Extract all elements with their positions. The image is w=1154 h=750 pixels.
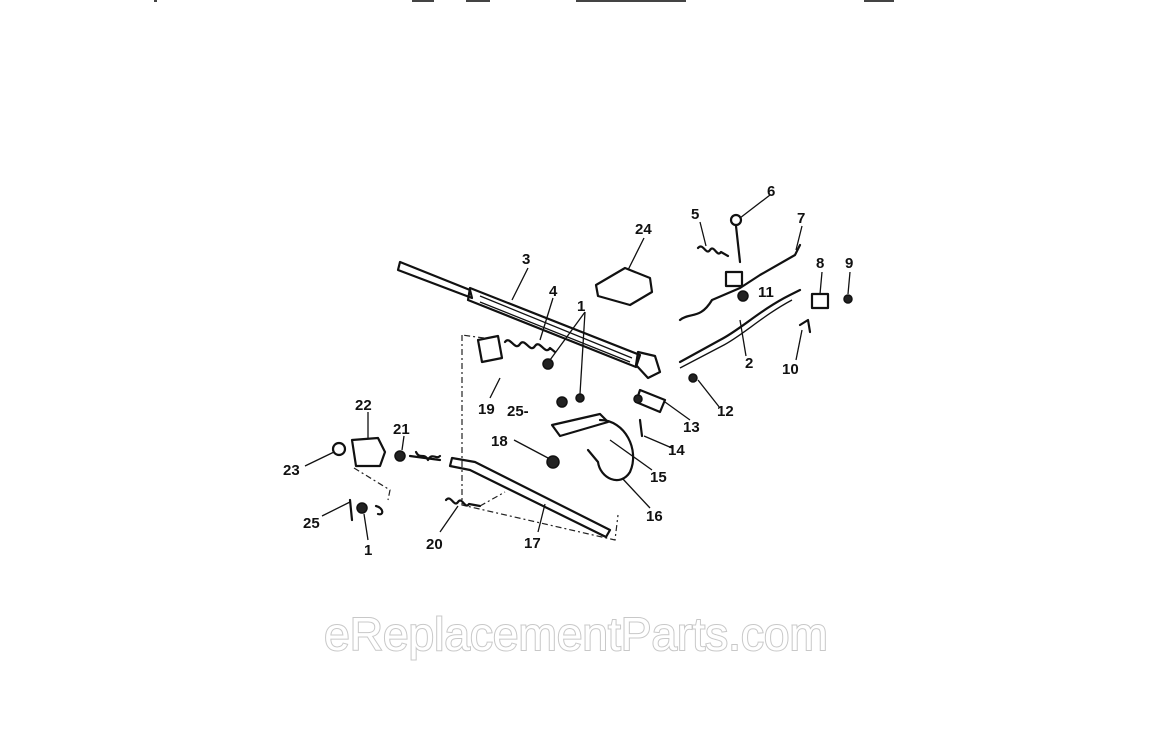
callout-14: 14	[668, 442, 685, 459]
callout-21: 21	[393, 421, 410, 438]
part-6-bolt	[729, 213, 743, 264]
callout-24: 24	[635, 221, 652, 238]
part-14-pin	[638, 418, 644, 438]
callout-25-upper: 25-	[507, 403, 529, 420]
callout-18: 18	[491, 433, 508, 450]
callout-23: 23	[283, 462, 300, 479]
part-8-block	[810, 292, 830, 310]
part-20-spring	[444, 497, 482, 508]
callout-11: 11	[758, 284, 774, 301]
part-22-block	[350, 436, 387, 468]
callout-10: 10	[782, 361, 799, 378]
callout-25: 25	[303, 515, 320, 532]
callout-19: 19	[478, 401, 495, 418]
part-2-rod-edge	[679, 299, 793, 369]
callout-5: 5	[691, 206, 699, 223]
callout-6: 6	[767, 183, 775, 200]
callout-13: 13	[683, 419, 700, 436]
callout-22: 22	[355, 397, 372, 414]
part-17-rod	[448, 456, 612, 539]
callout-15: 15	[650, 469, 667, 486]
callout-1: 1	[577, 298, 585, 315]
clip-link-line	[353, 467, 391, 501]
part-9-nut	[843, 294, 853, 304]
part-4-spring	[476, 334, 557, 364]
part-7-linkage	[678, 243, 802, 322]
part-1-nut	[575, 393, 585, 403]
part-12-nut	[688, 373, 698, 383]
panel-outline	[461, 335, 619, 541]
part-2-rod	[678, 288, 802, 364]
callouts: 1 2 3 4 5 6 7 8 9 10 11 12 13 14 15 16 1…	[283, 183, 853, 559]
part-25-clip	[348, 498, 384, 522]
callout-1-lower: 1	[364, 542, 372, 559]
part-21-nut	[394, 450, 406, 462]
part-23-washer	[331, 441, 347, 457]
callout-8: 8	[816, 255, 824, 272]
callout-3: 3	[522, 251, 530, 268]
callout-17: 17	[524, 535, 541, 552]
callout-12: 12	[717, 403, 734, 420]
part-1-nut	[542, 358, 554, 370]
spring-link-line	[479, 491, 506, 507]
panel-outline-top	[461, 334, 485, 339]
callout-2: 2	[745, 355, 753, 372]
cropped-header-text	[154, 0, 894, 2]
callout-20: 20	[426, 536, 443, 553]
part-16-pedal	[546, 412, 635, 482]
callout-16: 16	[646, 508, 663, 525]
part-10-screw	[798, 318, 812, 334]
part-24-bracket	[594, 266, 654, 307]
callout-4: 4	[549, 283, 558, 300]
leader-lines	[304, 194, 851, 541]
part-1-nut	[556, 396, 568, 408]
watermark: eReplacementParts.com	[324, 608, 828, 660]
callout-7: 7	[797, 210, 805, 227]
part-5-spring	[696, 245, 730, 258]
part-13-pivot	[633, 350, 667, 414]
cable-spring	[408, 450, 442, 462]
callout-9: 9	[845, 255, 853, 272]
part-3-shaft	[396, 260, 642, 369]
